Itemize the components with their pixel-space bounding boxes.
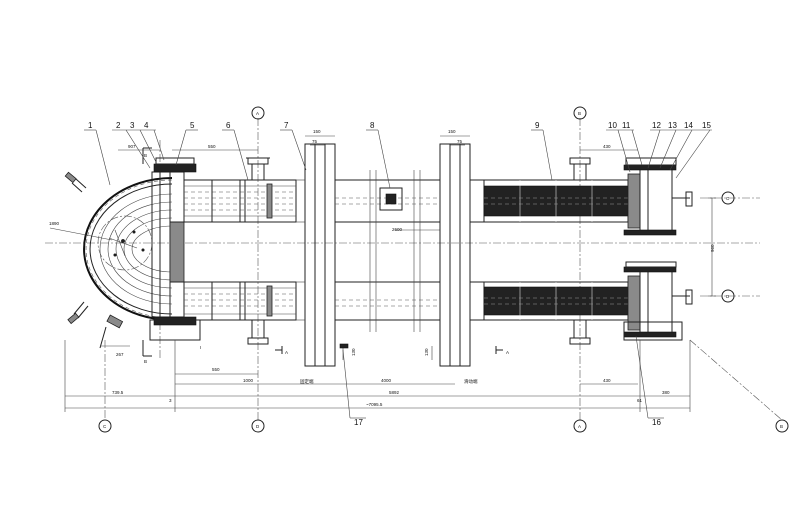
head-nozzle-top: [64, 171, 87, 193]
right-shell-upper: [469, 179, 629, 223]
section-a-right: A: [506, 350, 509, 355]
dim-430-top: 430: [603, 144, 611, 149]
dim-1890: 1890: [49, 221, 60, 226]
left-nozzle-bottom: [247, 319, 269, 345]
section-b-top: B: [144, 153, 147, 158]
svg-text:D: D: [726, 294, 730, 299]
part-14: 14: [684, 121, 693, 130]
dim-2600: 2600: [392, 227, 403, 232]
sliding-end-label: 滑动端: [464, 378, 478, 385]
section-i: I: [200, 345, 201, 350]
dim-5892: 5892: [389, 390, 400, 395]
dim-75-right: 75: [457, 139, 463, 144]
part-12: 12: [652, 121, 661, 130]
axis-bubble-bottom-4: B: [775, 419, 789, 433]
part-1: 1: [88, 121, 93, 130]
dim-267: 267: [116, 352, 124, 357]
part-15: 15: [702, 121, 711, 130]
sliding-support-saddle: 滑动端: [439, 143, 478, 385]
part-13: 13: [668, 121, 677, 130]
axis-bubble-right-bottom: D: [721, 289, 735, 303]
axis-bubble-top-left: A: [251, 106, 265, 120]
svg-text:A: A: [256, 111, 259, 116]
dim-380: 380: [662, 390, 670, 395]
left-tubesheet-assembly: B B I: [142, 147, 201, 364]
dim-960: 960: [710, 244, 715, 252]
svg-text:B: B: [780, 424, 783, 429]
dim-907: 907: [128, 144, 136, 149]
section-a-left: A: [285, 350, 288, 355]
dim-130-left: 130: [351, 348, 356, 356]
dim-550-bottom: 550: [212, 367, 220, 372]
axis-bubble-right-top: C: [721, 191, 735, 205]
dim-739: 739.5: [112, 390, 124, 395]
part-6: 6: [226, 121, 231, 130]
part-10: 10: [608, 121, 617, 130]
dim-150-right: 150: [448, 129, 456, 134]
fixed-end-label: 固定端: [300, 378, 314, 385]
middle-access-box: [379, 187, 403, 211]
part-17: 17: [354, 418, 363, 427]
dim-3: 3: [169, 398, 172, 403]
dim-430-bottom: 430: [603, 378, 611, 383]
dim-150-left: 150: [313, 129, 321, 134]
axis-bubble-bottom-3: A: [573, 419, 587, 433]
part-2: 2: [116, 121, 121, 130]
fixed-support-saddle: 固定端: [296, 143, 336, 385]
part-11: 11: [622, 121, 631, 130]
part-4: 4: [144, 121, 149, 130]
axis-bubble-bottom-2: D: [251, 419, 265, 433]
dim-550-top: 550: [208, 144, 216, 149]
right-tubesheet-assembly: [623, 157, 693, 341]
axis-bubble-top-right: B: [573, 106, 587, 120]
dim-1000: 1000: [243, 378, 254, 383]
svg-text:C: C: [726, 196, 730, 201]
right-nozzle-bottom: [569, 319, 591, 345]
svg-text:B: B: [578, 111, 581, 116]
left-shell-upper: [183, 179, 297, 223]
svg-text:D: D: [256, 424, 260, 429]
left-nozzle-top: [246, 157, 270, 181]
part-7: 7: [284, 121, 289, 130]
part-3: 3: [130, 121, 135, 130]
right-nozzle-top: [569, 157, 591, 181]
head-nozzle-bottom: [67, 301, 89, 325]
head-nozzle-lower: [99, 314, 124, 349]
part-leaders: 1 2 3 4 5 6 7 8 9 10 11 12 13 14 15 16 1…: [84, 121, 712, 427]
axis-bubble-bottom-1: C: [98, 419, 112, 433]
part-16: 16: [652, 418, 661, 427]
svg-text:A: A: [578, 424, 581, 429]
part-5: 5: [190, 121, 195, 130]
dim-75-left: 75: [312, 139, 318, 144]
right-shell-lower: [469, 281, 629, 321]
dim-4000: 4000: [381, 378, 392, 383]
dim-7095: ~7095.5: [366, 402, 383, 407]
left-shell-lower: [183, 281, 297, 321]
section-b-bottom: B: [144, 359, 147, 364]
part-8: 8: [370, 121, 375, 130]
dim-130-right: 130: [424, 348, 429, 356]
svg-text:C: C: [103, 424, 107, 429]
part-9: 9: [535, 121, 540, 130]
